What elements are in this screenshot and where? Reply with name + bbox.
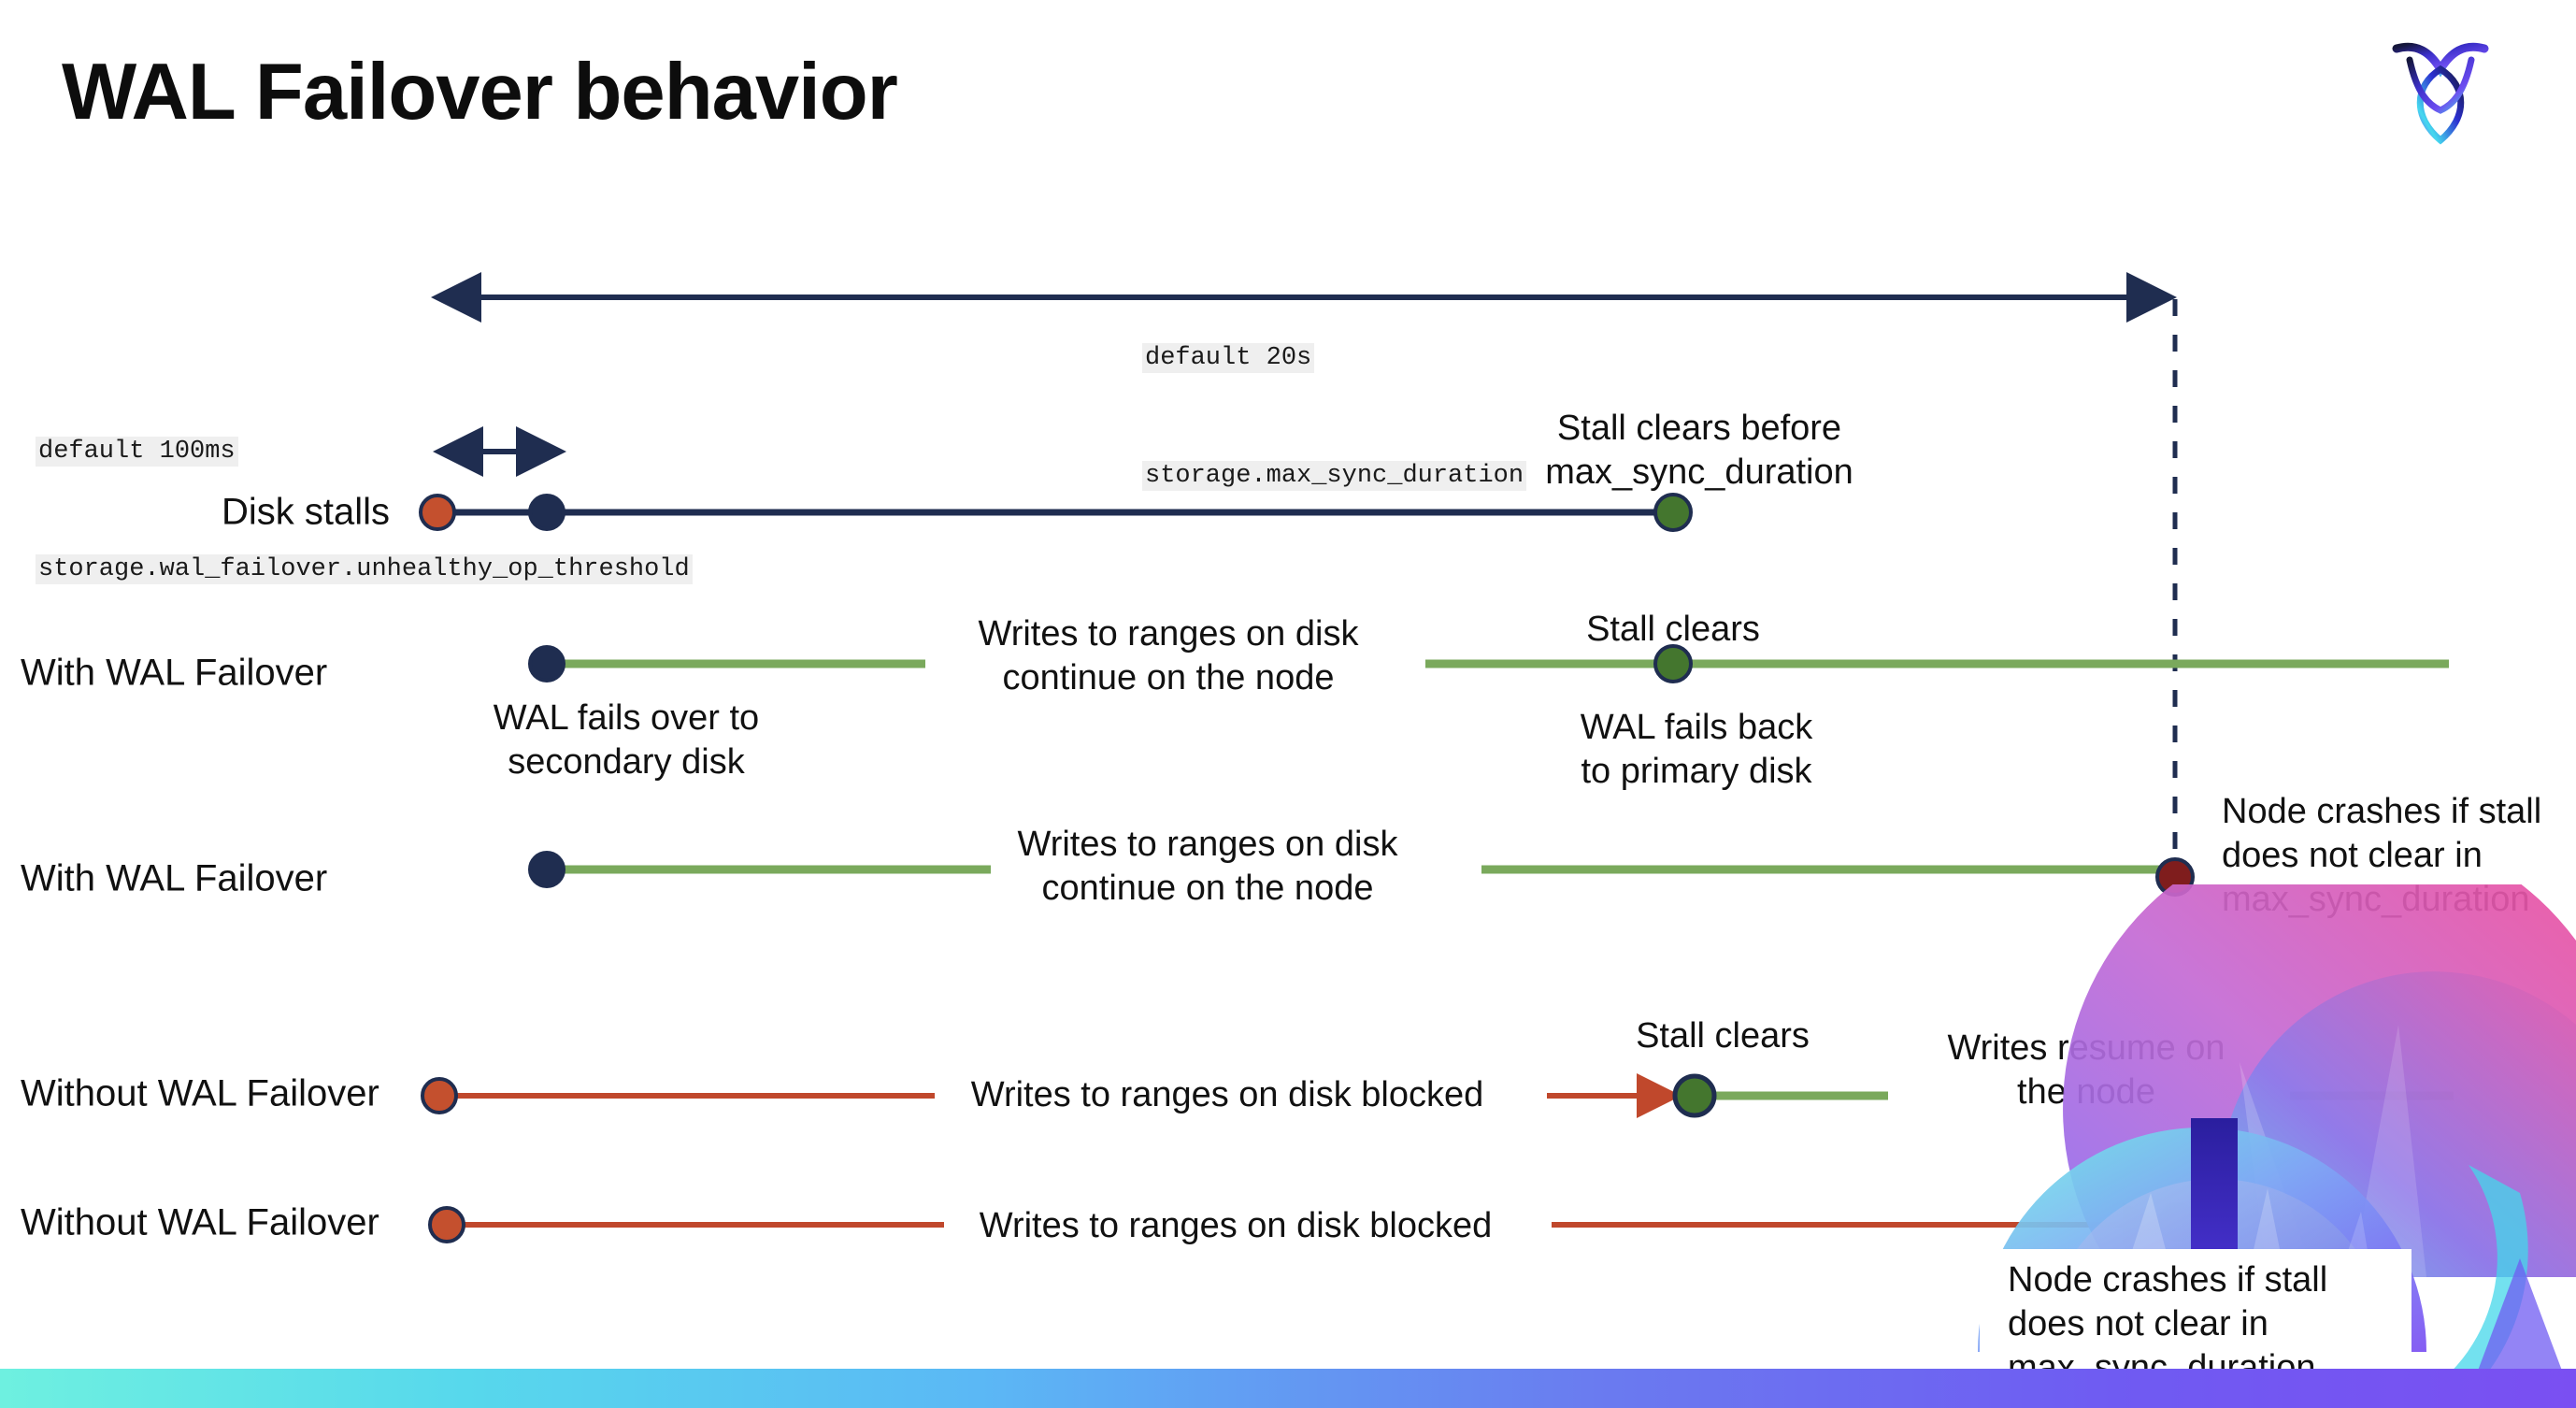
note-wal-fails-over: WAL fails over to secondary disk	[493, 698, 760, 782]
bottom-gradient-bar	[0, 1369, 2576, 1408]
note-stall-clears-row2: Stall clears	[1586, 610, 1760, 649]
row-with-wal-failover-1-track	[528, 644, 2449, 683]
note-writes-blocked-row4: Writes to ranges on disk blocked	[970, 1075, 1484, 1114]
unhealthy-op-threshold-annotation: default 100ms storage.wal_failover.unhea…	[36, 353, 693, 668]
unhealthy-default-label: default 100ms	[36, 437, 238, 467]
note-writes-continue-row2: Writes to ranges on disk continue on the…	[978, 614, 1359, 697]
page-title: WAL Failover behavior	[62, 48, 898, 136]
row-label-with-wal-failover-2: With WAL Failover	[21, 857, 328, 899]
max-sync-default-label: default 20s	[1142, 343, 1315, 373]
note-writes-blocked-row5: Writes to ranges on disk blocked	[979, 1206, 1493, 1245]
row-label-without-wal-failover-2: Without WAL Failover	[21, 1201, 379, 1243]
row-label-disk-stalls: Disk stalls	[222, 491, 391, 533]
note-stall-clears-before-max-sync: Stall clears before max_sync_duration	[1545, 409, 1853, 492]
max-sync-duration-annotation: default 20s storage.max_sync_duration	[1142, 260, 1527, 574]
row-label-without-wal-failover-1: Without WAL Failover	[21, 1072, 379, 1114]
row-label-with-wal-failover-1: With WAL Failover	[21, 652, 328, 694]
cockroachdb-logo-icon	[2389, 28, 2492, 150]
note-writes-continue-row3: Writes to ranges on disk continue on the…	[1017, 825, 1398, 908]
unhealthy-setting-label: storage.wal_failover.unhealthy_op_thresh…	[36, 554, 693, 584]
note-stall-clears-row4: Stall clears	[1636, 1016, 1810, 1056]
max-sync-setting-label: storage.max_sync_duration	[1142, 461, 1527, 491]
note-wal-fails-back: WAL fails back to primary disk	[1580, 708, 1813, 791]
